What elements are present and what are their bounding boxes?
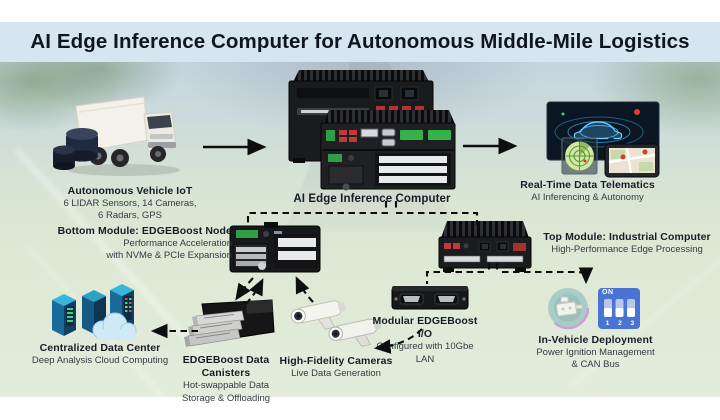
in-vehicle-line2: & CAN Bus [571,359,620,371]
dip-on-label: ON [602,289,614,296]
top-module-title: Top Module: Industrial Computer [543,231,711,243]
gps-map-icon [604,143,660,178]
dip-numbers-label: 1 2 3 [605,320,635,327]
cameras-line1: Live Data Generation [291,368,381,380]
modular-io-title: Modular EDGEBoost I/O [372,315,478,341]
lidar-sensor-icon [53,128,98,170]
data-center-line1: Deep Analysis Cloud Computing [31,355,169,367]
cameras-title: High-Fidelity Cameras [279,355,393,367]
telematics-icon [546,101,660,178]
camera-icon [290,300,346,330]
bottom-module-line1: Performance Acceleration [123,238,232,250]
top-module-label: Top Module: Industrial Computer High-Per… [538,231,716,256]
data-center-icon [52,284,137,340]
vehicle-line2: 6 Radars, GPS [98,210,162,222]
truck-lidar-icon [53,96,180,176]
bottom-module-line2: with NVMe & PCIe Expansion [106,250,232,262]
data-canisters-icon [184,299,275,347]
edge-computer-title: AI Edge Inference Computer [293,193,451,205]
data-canisters-line2: Storage & Offloading [181,392,271,404]
ignition-engine-icon [546,286,590,330]
telematics-title: Real-Time Data Telematics [520,179,655,191]
page-title: AI Edge Inference Computer for Autonomou… [30,30,690,53]
edge-computer-label: AI Edge Inference Computer [282,192,462,206]
bottom-module-label: Bottom Module: EDGEBoost Node Performanc… [25,225,232,263]
cloud-icon [92,312,137,340]
camera-icon [328,318,382,347]
telematics-line1: AI Inferencing & Autonomy [531,192,644,204]
radar-icon [561,137,598,175]
modular-io-line1: Configured with 10Gbe LAN [376,341,474,365]
data-canisters-label: EDGEBoost Data Canisters Hot-swappable D… [162,354,290,405]
title-banner: AI Edge Inference Computer for Autonomou… [0,22,720,62]
top-module-line1: High-Performance Edge Processing [551,244,703,256]
edgeboost-node-icon [229,222,321,273]
cctv-cameras-icon [290,300,382,347]
bottom-module-title: Bottom Module: EDGEBoost Node [57,225,232,237]
data-center-title: Centralized Data Center [39,342,161,354]
vehicle-title: Autonomous Vehicle IoT [67,185,193,197]
in-vehicle-line1: Power Ignition Management [536,347,655,359]
cameras-label: High-Fidelity Cameras Live Data Generati… [276,355,396,380]
dip-switch-icon [598,288,640,329]
front-unit [320,110,456,191]
top-margin [0,0,720,22]
in-vehicle-title: In-Vehicle Deployment [538,334,653,346]
data-canisters-title: EDGEBoost Data Canisters [182,354,270,380]
modular-io-icon [391,286,469,310]
telematics-label: Real-Time Data Telematics AI Inferencing… [505,179,670,204]
vehicle-label: Autonomous Vehicle IoT 6 LIDAR Sensors, … [40,185,220,223]
edge-computer-icon [288,70,456,191]
data-canisters-line1: Hot-swappable Data [182,380,270,392]
industrial-computer-icon [438,221,532,272]
bottom-margin [0,397,720,420]
in-vehicle-icons [546,286,640,330]
data-center-label: Centralized Data Center Deep Analysis Cl… [20,342,180,367]
server-towers-icon [52,284,134,336]
modular-io-label: Modular EDGEBoost I/O Configured with 10… [366,315,484,366]
in-vehicle-label: In-Vehicle Deployment Power Ignition Man… [528,334,663,372]
vehicle-line1: 6 LIDAR Sensors, 14 Cameras, [63,198,197,210]
